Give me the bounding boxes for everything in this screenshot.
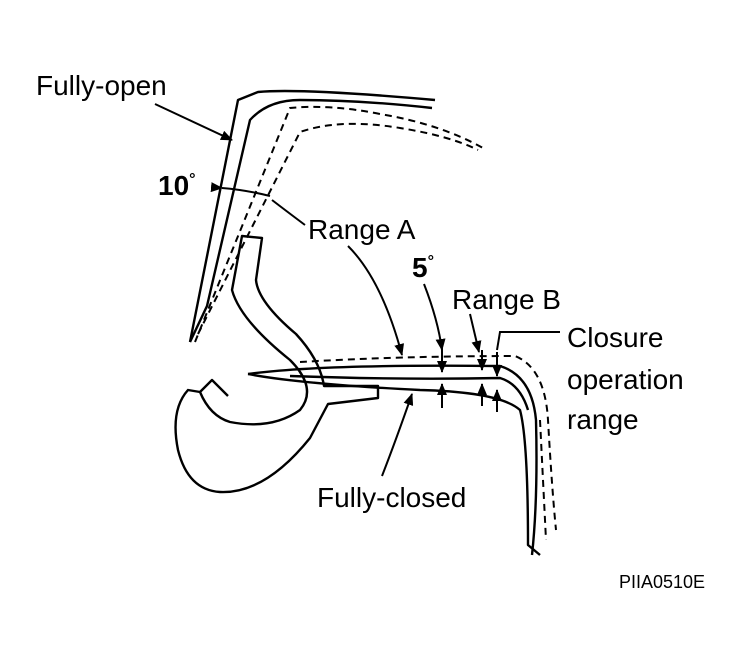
angle-10-label: 10° xyxy=(158,172,196,200)
leader-fully-open xyxy=(154,103,233,141)
closure-label-line2: operation xyxy=(567,364,684,395)
angle-10-indicator xyxy=(210,182,271,197)
leader-range-a xyxy=(347,245,404,356)
hinge-arm xyxy=(174,234,380,494)
leader-range-a-10 xyxy=(271,199,306,226)
angle-5-label: 5° xyxy=(412,254,434,282)
fully-closed-lid xyxy=(247,364,541,556)
figure-code: PIIA0510E xyxy=(619,572,706,592)
angle-10-value: 10 xyxy=(158,170,190,201)
fully-closed-label: Fully-closed xyxy=(317,482,467,513)
range-b-label: Range B xyxy=(452,284,561,315)
leader-range-b xyxy=(469,313,482,353)
leader-closure xyxy=(496,331,560,351)
fully-open-lid xyxy=(188,89,436,343)
closure-label-line1: Closure xyxy=(567,322,664,353)
closed-lid-dashed xyxy=(299,354,557,541)
angle-5-value: 5 xyxy=(412,252,428,283)
leader-5 xyxy=(423,283,446,351)
angle-10-degree: ° xyxy=(189,171,196,188)
leader-fully-closed xyxy=(381,393,414,477)
open-lid-dashed xyxy=(194,105,484,343)
range-a-label: Range A xyxy=(308,214,416,245)
fully-open-label: Fully-open xyxy=(36,70,167,101)
angle-5-degree: ° xyxy=(427,253,434,270)
closure-label-line3: range xyxy=(567,404,639,435)
leader-lines xyxy=(154,103,560,477)
